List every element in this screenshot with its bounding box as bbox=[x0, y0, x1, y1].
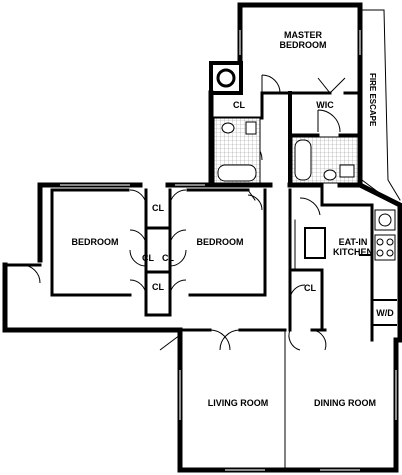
closet-kitchen-label: CL bbox=[304, 283, 316, 293]
closet-lower-middle-label: CL bbox=[152, 282, 164, 292]
washer-dryer-label: W/D bbox=[376, 308, 394, 318]
bathroom-left bbox=[213, 117, 261, 184]
master-bedroom-label: MASTER BEDROOM bbox=[279, 30, 327, 50]
closet-master-left-label: CL bbox=[233, 100, 245, 110]
closet-upper-middle-label: CL bbox=[152, 203, 164, 213]
living-room-label: LIVING ROOM bbox=[207, 398, 269, 408]
bathroom-right bbox=[291, 136, 359, 184]
bedroom-left-label: BEDROOM bbox=[71, 237, 119, 247]
dining-room-label: DINING ROOM bbox=[314, 398, 376, 408]
fire-escape-label: FIRE ESCAPE bbox=[368, 73, 377, 127]
bedroom-right-label: BEDROOM bbox=[196, 237, 244, 247]
closet-middle-left-label: CL bbox=[142, 253, 154, 263]
kitchen-appliances bbox=[374, 209, 396, 261]
doors bbox=[21, 74, 346, 351]
eat-in-kitchen-label: EAT-IN KITCHEN bbox=[333, 237, 373, 257]
windows bbox=[60, 30, 397, 471]
wic-label: WIC bbox=[316, 100, 334, 110]
closet-middle-right-label: CL bbox=[162, 253, 174, 263]
